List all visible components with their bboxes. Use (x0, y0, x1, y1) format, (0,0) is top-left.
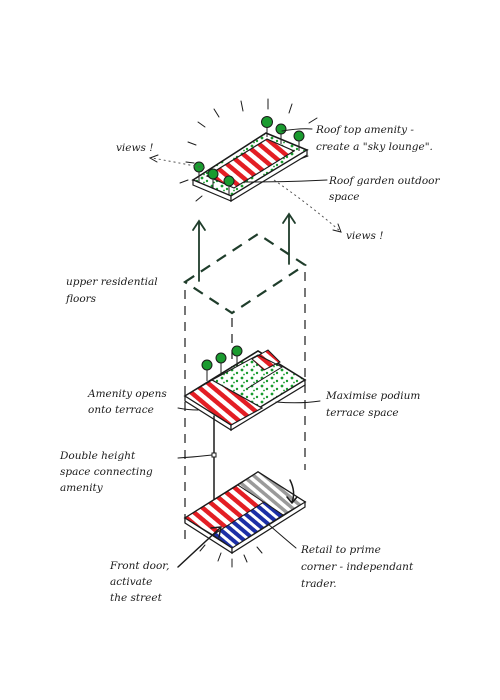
sun-rays-icon (179, 98, 318, 202)
label-space-connecting: space connecting (60, 466, 153, 478)
label-views-left: views ! (116, 142, 153, 154)
tree-icon (223, 175, 235, 195)
annotations: views ! Roof top amenity - create a "sky… (59, 124, 440, 604)
tree-icon (231, 345, 243, 367)
label-views-right: views ! (346, 230, 383, 242)
ground-level (177, 471, 307, 568)
front-door-arrow (177, 526, 222, 568)
leader-double-height (177, 454, 213, 459)
label-activate: activate (110, 576, 152, 588)
views-left-arrow (148, 154, 206, 169)
leader-retail (267, 523, 297, 549)
label-floors: floors (65, 293, 97, 305)
label-trader: trader. (301, 578, 337, 590)
roof-level (148, 98, 342, 233)
upward-arrows (192, 212, 296, 282)
label-sky-lounge: create a "sky lounge". (316, 141, 433, 153)
tree-icon (215, 352, 227, 374)
tree-icon (207, 168, 219, 189)
leader-podium (275, 400, 321, 404)
tree-icon (293, 130, 305, 151)
roof-trees (193, 116, 305, 195)
label-amenity-opens: Amenity opens (87, 388, 167, 400)
circulation-arrow (289, 479, 295, 503)
retail-corner (212, 501, 284, 549)
label-terrace-space: terrace space (326, 407, 399, 419)
label-maximise-podium: Maximise podium (325, 390, 420, 402)
tree-icon (275, 123, 287, 144)
amenity-block (183, 379, 264, 426)
label-front-door: Front door, (109, 560, 170, 572)
views-right-arrow (273, 179, 342, 233)
label-the-street: the street (110, 592, 163, 604)
podium-trees (201, 345, 243, 381)
leader-roof-garden (243, 179, 328, 183)
label-double-height: Double height (59, 450, 136, 462)
podium-level (177, 345, 321, 432)
upper-residential-plane (183, 232, 307, 315)
label-amenity: amenity (60, 482, 104, 494)
street-activity-marks (199, 544, 263, 568)
leader-amenity (177, 407, 199, 411)
label-roof-garden: Roof garden outdoor (328, 175, 440, 187)
label-roof-garden-space: space (329, 191, 359, 203)
label-corner-independant: corner - independant (301, 561, 414, 573)
label-onto-terrace: onto terrace (88, 404, 154, 416)
tree-icon (201, 359, 213, 381)
tree-icon (261, 116, 273, 137)
double-height-connector (177, 415, 217, 509)
label-upper-residential: upper residential (66, 276, 158, 288)
label-rooftop-amenity: Roof top amenity - (315, 124, 414, 136)
leader-rooftop (281, 128, 313, 132)
label-retail-prime: Retail to prime (300, 544, 381, 556)
